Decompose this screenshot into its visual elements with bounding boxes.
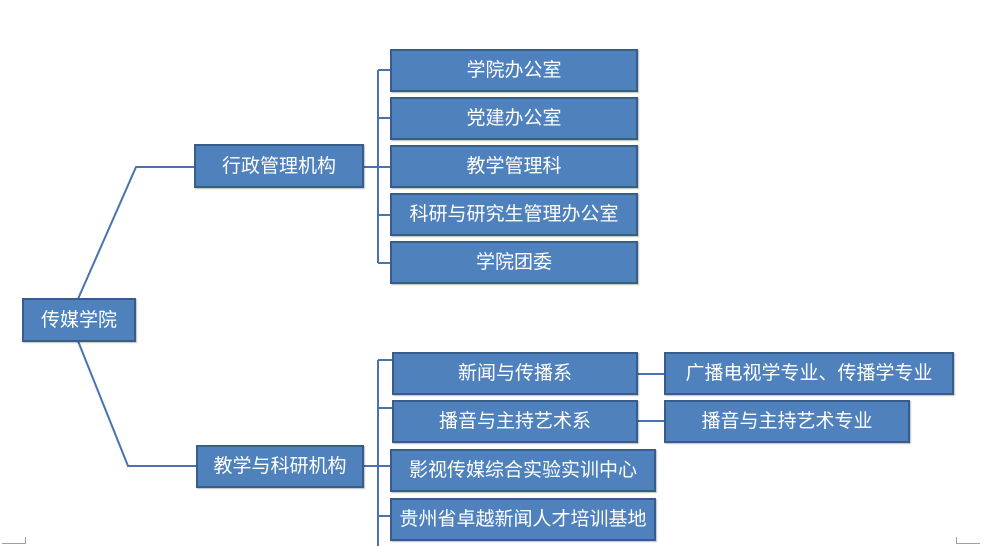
majors-node: 播音与主持艺术专业 [664, 400, 910, 443]
page-corner-mark-right [956, 537, 980, 544]
child-node: 贵州省卓越新闻人才培训基地 [390, 498, 656, 541]
branch-node-teaching: 教学与科研机构 [196, 445, 364, 488]
child-label: 党建办公室 [466, 107, 562, 129]
child-node: 新闻与传播系 [392, 352, 638, 395]
branch-label: 教学与科研机构 [213, 455, 347, 477]
child-label: 新闻与传播系 [457, 362, 572, 384]
majors-label: 广播电视学专业、传播学专业 [685, 362, 933, 384]
child-label: 教学管理科 [466, 155, 562, 177]
majors-label: 播音与主持艺术专业 [701, 410, 873, 432]
connector-root-admin [77, 166, 194, 300]
child-label: 播音与主持艺术系 [438, 410, 591, 432]
majors-node: 广播电视学专业、传播学专业 [664, 352, 954, 395]
child-label: 影视传媒综合实验实训中心 [408, 459, 637, 481]
child-node: 学院团委 [390, 241, 638, 284]
child-node: 影视传媒综合实验实训中心 [390, 449, 656, 492]
branch-node-admin: 行政管理机构 [194, 144, 364, 188]
child-label: 贵州省卓越新闻人才培训基地 [399, 508, 647, 530]
branch-label: 行政管理机构 [221, 154, 336, 177]
child-node: 播音与主持艺术系 [392, 400, 638, 443]
root-label: 传媒学院 [40, 308, 117, 331]
child-label: 学院团委 [475, 251, 552, 273]
child-node: 教学管理科 [390, 145, 638, 188]
child-label: 学院办公室 [466, 59, 562, 81]
page-corner-mark-left [2, 537, 26, 544]
child-node: 科研与研究生管理办公室 [390, 193, 638, 236]
child-node: 党建办公室 [390, 97, 638, 140]
child-node: 学院办公室 [390, 49, 638, 92]
child-label: 科研与研究生管理办公室 [409, 203, 619, 225]
connector-root-teaching [77, 340, 196, 467]
root-node: 传媒学院 [22, 298, 136, 342]
